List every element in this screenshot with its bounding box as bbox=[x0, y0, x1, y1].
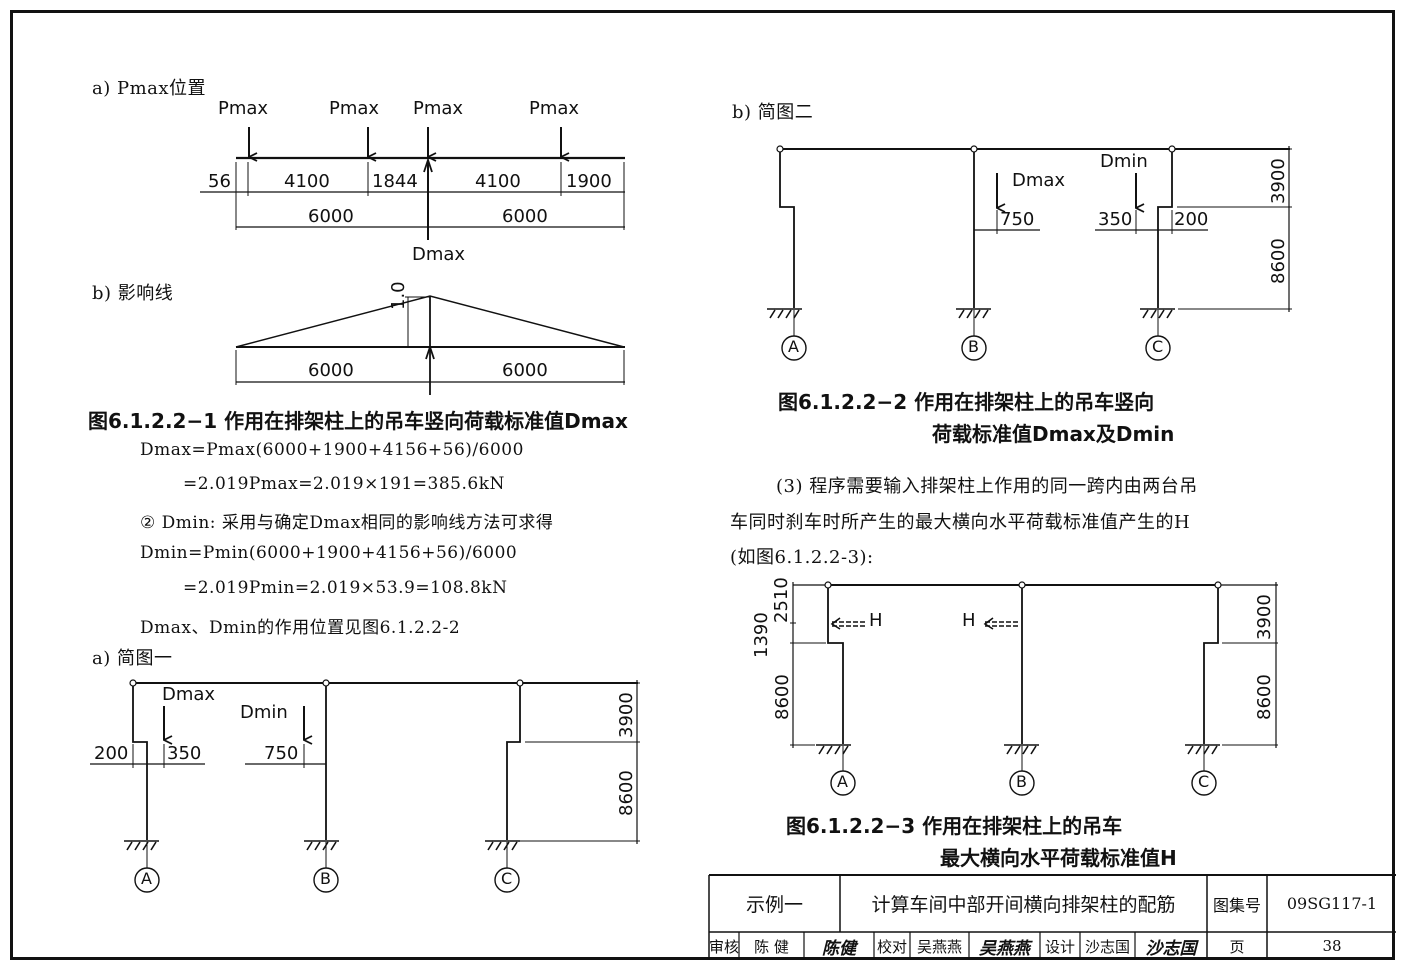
dim-4100: 4100 bbox=[475, 171, 521, 192]
title-block-example: 示例一 bbox=[745, 894, 803, 916]
dmax-label: Dmax bbox=[412, 244, 466, 265]
axis-label-a: A bbox=[837, 772, 848, 791]
dim-1390: 1390 bbox=[751, 612, 772, 658]
drawing-frame bbox=[10, 10, 1395, 960]
fig1-load-diagram bbox=[200, 127, 625, 240]
influence-span: 6000 bbox=[308, 360, 354, 381]
page-label: 页 bbox=[1229, 937, 1245, 956]
reviewer-signature: 陈健 bbox=[822, 938, 856, 959]
dim-200: 200 bbox=[94, 743, 129, 764]
fig1-section-b-label: b) 影响线 bbox=[92, 283, 174, 304]
dmax-label: Dmax bbox=[162, 684, 216, 705]
axis-circle-c bbox=[494, 867, 520, 893]
axis-label-c: C bbox=[501, 869, 513, 888]
fig2-caption-line1: 图6.1.2.2−2 作用在排架柱上的吊车竖向 bbox=[778, 390, 1155, 414]
dmin-label: Dmin bbox=[1100, 151, 1148, 172]
influence-peak-label: 1.0 bbox=[388, 281, 409, 310]
atlas-number: 09SG117-1 bbox=[1286, 894, 1378, 913]
axis-circle-c bbox=[1191, 770, 1217, 796]
check-label: 校对 bbox=[876, 937, 907, 956]
axis-circle-b bbox=[1009, 770, 1035, 796]
influence-span: 6000 bbox=[502, 360, 548, 381]
height-8600: 8600 bbox=[1268, 238, 1289, 284]
para3-line2: 车同时刹车时所产生的最大横向水平荷载标准值产生的H bbox=[730, 512, 1191, 533]
title-block-title: 计算车间中部开间横向排架柱的配筋 bbox=[871, 894, 1176, 916]
pmax-label: Pmax bbox=[329, 98, 380, 119]
sketch1-label: a) 简图一 bbox=[92, 648, 173, 669]
dim-56: 56 bbox=[208, 171, 231, 192]
review-label: 审核 bbox=[709, 937, 740, 956]
pmax-label: Pmax bbox=[218, 98, 269, 119]
sketch2-label: b) 简图二 bbox=[732, 102, 814, 123]
height-3900: 3900 bbox=[1268, 158, 1289, 204]
calc-line-4: Dmin=Pmin(6000+1900+4156+56)/6000 bbox=[140, 543, 518, 563]
axis-label-b: B bbox=[968, 337, 979, 356]
sketch2-frame bbox=[767, 145, 1292, 336]
dmax-reaction-arrow bbox=[423, 157, 433, 173]
axis-label-b: B bbox=[320, 869, 331, 888]
calc-line-5: =2.019Pmin=2.019×53.9=108.8kN bbox=[183, 578, 508, 598]
dim-1900: 1900 bbox=[566, 171, 612, 192]
fig1-influence-line bbox=[235, 295, 625, 395]
fig3-caption-line1: 图6.1.2.2−3 作用在排架柱上的吊车 bbox=[786, 814, 1123, 838]
h-label: H bbox=[962, 610, 976, 631]
calc-line-2: =2.019Pmax=2.019×191=385.6kN bbox=[183, 474, 505, 494]
sketch1-frame bbox=[90, 679, 640, 868]
calc-line-3: ② Dmin: 采用与确定Dmax相同的影响线方法可求得 bbox=[140, 513, 554, 533]
dim-4100: 4100 bbox=[284, 171, 330, 192]
fig1-section-a-label: a) Pmax位置 bbox=[92, 78, 207, 99]
fig3-caption-line2: 最大横向水平荷载标准值H bbox=[940, 846, 1177, 870]
dim-1844: 1844 bbox=[372, 171, 418, 192]
dim-8600: 8600 bbox=[772, 674, 793, 720]
dim-350: 350 bbox=[167, 743, 202, 764]
para3-line3: (如图6.1.2.2-3): bbox=[730, 547, 874, 568]
page-number: 38 bbox=[1322, 937, 1342, 955]
axis-circle-b bbox=[961, 335, 987, 361]
designer-signature: 沙志国 bbox=[1145, 938, 1197, 959]
axis-circle-c bbox=[1145, 335, 1171, 361]
dim-2510: 2510 bbox=[771, 577, 792, 623]
h-force-arrow bbox=[983, 617, 1018, 630]
designer-name: 沙志国 bbox=[1084, 937, 1130, 956]
reviewer-name: 陈 健 bbox=[754, 937, 789, 956]
axis-circle-a bbox=[830, 770, 856, 796]
atlas-number-label: 图集号 bbox=[1212, 895, 1261, 915]
fig3-frame bbox=[790, 581, 1278, 772]
checker-signature: 吴燕燕 bbox=[979, 938, 1030, 959]
axis-circle-b bbox=[313, 867, 339, 893]
calc-line-1: Dmax=Pmax(6000+1900+4156+56)/6000 bbox=[140, 440, 524, 460]
title-block-lines bbox=[708, 874, 1396, 960]
fig1-caption: 图6.1.2.2−1 作用在排架柱上的吊车竖向荷载标准值Dmax bbox=[88, 409, 628, 433]
span-6000: 6000 bbox=[502, 206, 548, 227]
dmax-label: Dmax bbox=[1012, 170, 1066, 191]
axis-markers bbox=[134, 335, 1217, 893]
checker-name: 吴燕燕 bbox=[916, 937, 962, 956]
dim-750: 750 bbox=[1000, 209, 1035, 230]
axis-label-b: B bbox=[1016, 772, 1027, 791]
height-8600: 8600 bbox=[1254, 674, 1275, 720]
dim-750: 750 bbox=[264, 743, 299, 764]
span-6000: 6000 bbox=[308, 206, 354, 227]
axis-circle-a bbox=[781, 335, 807, 361]
axis-label-a: A bbox=[788, 337, 799, 356]
dim-200: 200 bbox=[1174, 209, 1209, 230]
design-label: 设计 bbox=[1044, 937, 1075, 956]
axis-label-c: C bbox=[1152, 337, 1164, 356]
axis-label-c: C bbox=[1198, 772, 1210, 791]
height-8600: 8600 bbox=[616, 770, 637, 816]
pmax-label: Pmax bbox=[413, 98, 464, 119]
axis-label-a: A bbox=[141, 869, 152, 888]
height-3900: 3900 bbox=[616, 692, 637, 738]
fig2-caption-line2: 荷载标准值Dmax及Dmin bbox=[932, 422, 1175, 446]
axis-circle-a bbox=[134, 867, 160, 893]
h-force-arrow bbox=[830, 617, 865, 630]
pmax-label: Pmax bbox=[529, 98, 580, 119]
dim-350: 350 bbox=[1098, 209, 1133, 230]
calc-line-6: Dmax、Dmin的作用位置见图6.1.2.2-2 bbox=[140, 618, 461, 638]
h-label: H bbox=[869, 610, 883, 631]
dmin-label: Dmin bbox=[240, 702, 288, 723]
height-3900: 3900 bbox=[1254, 594, 1275, 640]
para3-line1: (3) 程序需要输入排架柱上作用的同一跨内由两台吊 bbox=[776, 476, 1198, 497]
